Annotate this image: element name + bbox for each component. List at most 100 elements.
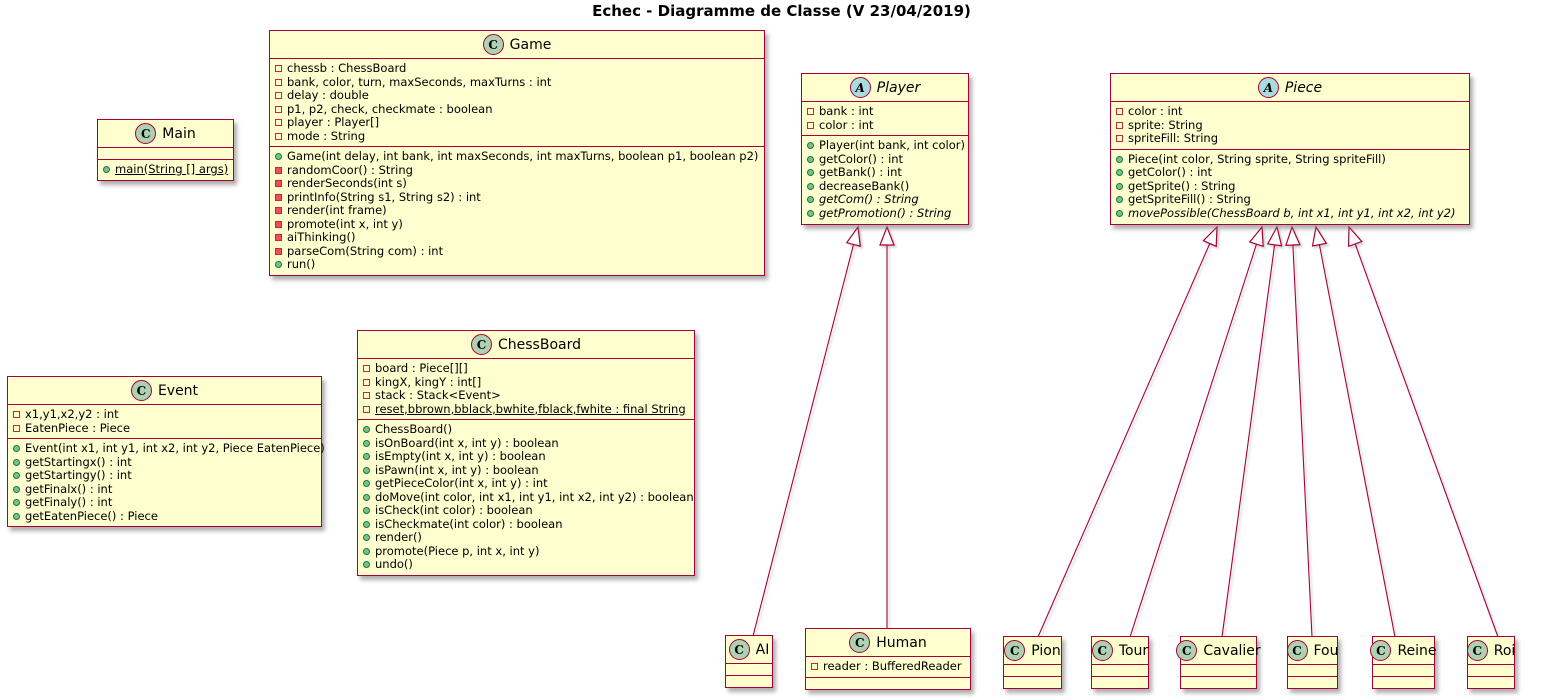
private-method-icon [275,247,282,255]
class-name: Event [157,382,199,399]
member-row: getPieceColor(int x, int y) : int [363,476,689,491]
member-text: getFinaly() : int [25,495,113,509]
member-row: isOnBoard(int x, int y) : boolean [363,436,689,451]
member-text: getBank() : int [819,165,902,179]
member-row: getSpriteFill() : String [1116,192,1464,207]
private-field-icon [811,663,818,671]
member-text: undo() [375,557,413,571]
public-method-icon [1116,196,1123,204]
edge-tour-extends-piece [1129,225,1264,638]
member-text: aiThinking() [287,230,356,244]
methods-compartment [1288,676,1337,688]
member-row: getFinalx() : int [13,482,316,497]
member-text: randomCoor() : String [287,162,413,177]
private-field-icon [275,78,282,86]
methods-compartment [1468,676,1514,688]
member-text: bank : int [819,104,874,118]
member-text: isCheckmate(int color) : boolean [375,516,563,531]
class-name: Fou [1313,642,1339,659]
class-icon: C [849,632,871,653]
methods-compartment: Event(int x1, int y1, int x2, int y2, Pi… [8,438,325,526]
member-row: color : int [807,118,963,133]
member-text: getColor() : int [1128,165,1213,179]
member-text: Event(int x1, int y1, int x2, int y2, Pi… [25,441,325,455]
member-row: stack : Stack<Event> [363,388,689,403]
member-text: getCom() : String [819,192,919,206]
edge-reine-extends-piece [1311,225,1396,638]
member-text: renderSeconds(int s) [287,176,407,190]
member-row: getPromotion() : String [807,206,963,221]
public-method-icon [1116,182,1123,190]
public-method-icon [807,209,814,217]
public-method-icon [13,472,20,480]
class-icon: C [1176,640,1198,661]
class-name: Player [876,79,921,96]
member-text: decreaseBank() [819,178,910,193]
member-text: sprite: String [1128,117,1203,132]
methods-compartment [1004,676,1061,688]
public-method-icon [1116,155,1123,163]
public-method-icon [363,480,370,488]
member-row: p1, p2, check, checkmate : boolean [275,102,759,117]
member-text: kingX, kingY : int[] [375,374,482,389]
edge-cavalier-extends-piece [1221,225,1283,638]
private-field-icon [275,119,282,127]
attributes-compartment [98,147,233,159]
member-row: decreaseBank() [807,178,963,194]
member-row: EatenPiece : Piece [13,421,316,436]
member-row: isCheck(int color) : boolean [363,503,689,518]
member-row: board : Piece[][] [363,361,689,376]
member-text: bank, color, turn, maxSeconds, maxTurns … [287,74,552,89]
member-text: getEatenPiece() : Piece [25,508,158,523]
member-row: Event(int x1, int y1, int x2, int y2, Pi… [13,441,325,456]
class-icon: C [1466,640,1488,661]
member-row: ChessBoard() [363,422,689,437]
member-row: color : int [1116,104,1464,119]
member-row: getFinaly() : int [13,495,316,510]
public-method-icon [103,166,110,174]
member-text: mode : String [287,128,366,143]
public-method-icon [1116,209,1123,217]
public-method-icon [807,155,814,163]
member-text: Game(int delay, int bank, int maxSeconds… [287,149,759,163]
member-row: movePossible(ChessBoard b, int x1, int y… [1116,206,1464,221]
private-field-icon [13,411,20,419]
class-icon: C [1286,640,1308,661]
member-row: Game(int delay, int bank, int maxSeconds… [275,149,759,164]
private-method-icon [275,193,282,201]
member-row: x1,y1,x2,y2 : int [13,407,316,422]
diagram-title: Echec - Diagramme de Classe (V 23/04/201… [592,2,971,20]
public-method-icon [807,196,814,204]
attributes-compartment [726,663,772,675]
private-field-icon [275,92,282,100]
member-row: isPawn(int x, int y) : boolean [363,463,689,478]
abstract-class-icon: A [849,77,871,98]
public-method-icon [363,520,370,528]
member-row: isEmpty(int x, int y) : boolean [363,449,689,464]
class-title: A Player [802,74,968,101]
member-row: reset,bbrown,bblack,bwhite,fblack,fwhite… [363,402,689,417]
member-text: getStartingx() : int [25,454,132,469]
member-text: isEmpty(int x, int y) : boolean [375,449,546,463]
member-row: doMove(int color, int x1, int y1, int x2… [363,490,694,505]
member-row: bank, color, turn, maxSeconds, maxTurns … [275,74,759,90]
methods-compartment: Piece(int color, String sprite, String s… [1111,148,1469,225]
public-method-icon [363,561,370,569]
member-row: promote(Piece p, int x, int y) [363,544,689,559]
abstract-class-icon: A [1257,77,1279,98]
member-row: getCom() : String [807,192,963,207]
methods-compartment [1181,676,1256,688]
